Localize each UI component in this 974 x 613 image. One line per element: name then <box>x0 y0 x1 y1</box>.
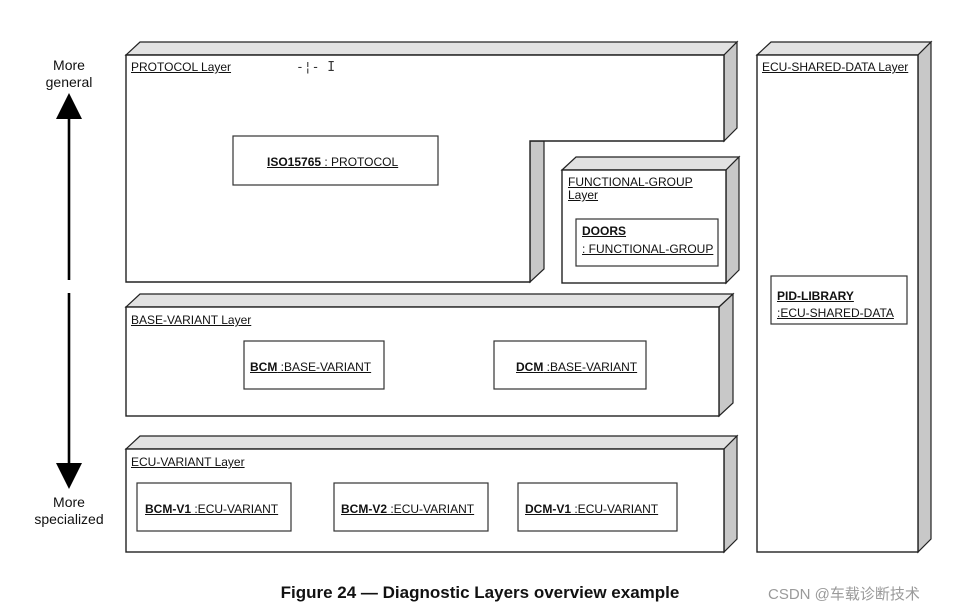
figure-caption: Figure 24 — Diagnostic Layers overview e… <box>280 583 680 602</box>
object-type: :ECU-VARIANT <box>191 502 279 516</box>
object-name: BCM-V1 <box>145 502 192 516</box>
object-iso15765: ISO15765 : PROTOCOL <box>267 155 398 169</box>
object-dcm-v1: DCM-V1 :ECU-VARIANT <box>525 502 658 516</box>
object-box-dcm-v1 <box>517 482 678 532</box>
axis-bottom-line2: specialized <box>34 511 104 527</box>
watermark: CSDN @车载诊断技术 <box>768 586 920 603</box>
object-box-bcm-v2 <box>333 482 489 532</box>
object-box-bcm <box>243 340 385 390</box>
cursor-icon: -¦- I <box>296 60 336 75</box>
object-box-iso15765 <box>232 135 439 186</box>
object-name: PID-LIBRARY <box>777 289 854 303</box>
object-type: :ECU-VARIANT <box>571 502 659 516</box>
functional-group-label-line1: FUNCTIONAL-GROUP <box>568 175 693 189</box>
object-name: BCM-V2 <box>341 502 388 516</box>
object-type: :BASE-VARIANT <box>277 360 372 374</box>
functional-group-layer-label: FUNCTIONAL-GROUP Layer <box>568 176 693 202</box>
axis-top-line1: More <box>53 57 85 73</box>
axis-label-more-specialized: More specialized <box>14 494 124 528</box>
object-type: : PROTOCOL <box>321 155 399 169</box>
object-type: : FUNCTIONAL-GROUP <box>582 242 714 256</box>
object-name: ISO15765 <box>267 155 322 169</box>
axis-label-more-general: More general <box>24 57 114 91</box>
object-name: DCM <box>516 360 544 374</box>
object-name: DOORS <box>582 224 627 238</box>
object-dcm: DCM :BASE-VARIANT <box>516 360 637 374</box>
object-name: DCM-V1 <box>525 502 572 516</box>
object-box-bcm-v1 <box>136 482 292 532</box>
axis-top-line2: general <box>45 74 93 90</box>
protocol-layer-label: PROTOCOL Layer <box>131 60 232 74</box>
functional-group-label-line2: Layer <box>568 188 599 202</box>
object-box-doors <box>575 218 719 267</box>
object-box-dcm <box>493 340 647 390</box>
object-bcm: BCM :BASE-VARIANT <box>250 360 371 374</box>
object-doors: DOORS : FUNCTIONAL-GROUP <box>582 224 713 256</box>
object-type: :ECU-VARIANT <box>387 502 475 516</box>
ecu-variant-layer-label: ECU-VARIANT Layer <box>131 455 245 469</box>
object-box-pid-library <box>770 275 908 325</box>
object-bcm-v2: BCM-V2 :ECU-VARIANT <box>341 502 474 516</box>
ecu-shared-data-layer-label: ECU-SHARED-DATA Layer <box>762 60 909 74</box>
object-type: :BASE-VARIANT <box>543 360 638 374</box>
object-bcm-v1: BCM-V1 :ECU-VARIANT <box>145 502 278 516</box>
base-variant-layer-label: BASE-VARIANT Layer <box>131 313 252 327</box>
object-type: :ECU-SHARED-DATA <box>777 306 894 320</box>
base-variant-layer-frame <box>124 292 735 418</box>
object-pid-library: PID-LIBRARY :ECU-SHARED-DATA <box>777 289 894 320</box>
object-name: BCM <box>250 360 278 374</box>
axis-bottom-line1: More <box>53 494 85 510</box>
